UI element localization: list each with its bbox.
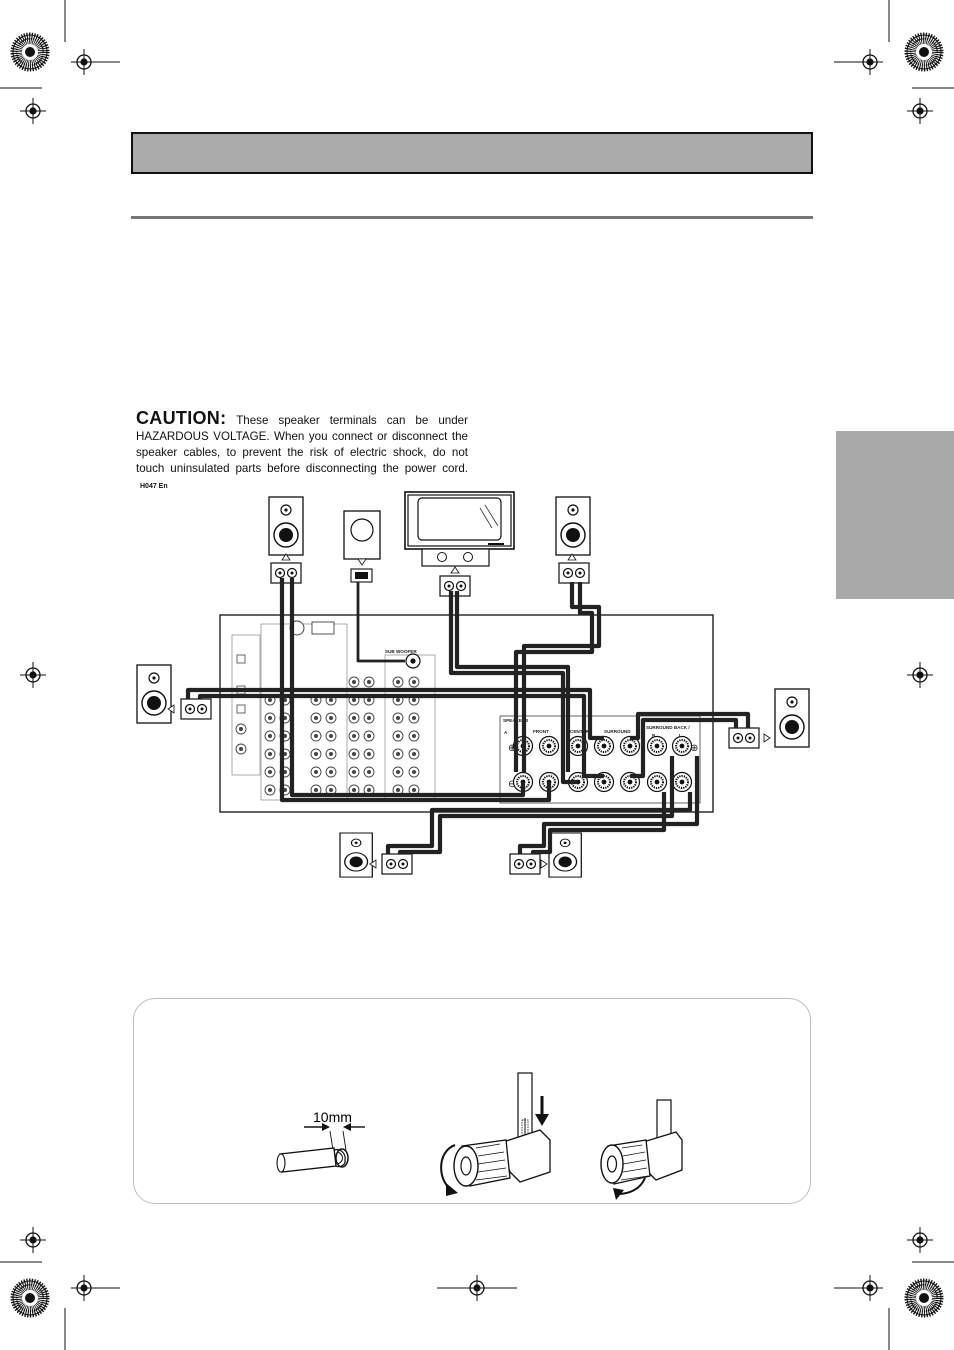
svg-text:⊕: ⊕ — [690, 743, 698, 754]
section-divider — [131, 216, 813, 219]
front-label: FRONT — [533, 729, 549, 734]
surround-back-label: SURROUND BACK / — [646, 725, 690, 730]
surround-back-l-label: L — [679, 733, 682, 738]
caution-code: H047 En — [140, 483, 168, 490]
center-label: CENTER — [570, 729, 590, 734]
caution-lead: CAUTION: — [136, 408, 227, 428]
surround-label: SURROUND — [604, 729, 631, 734]
svg-text:⊕: ⊕ — [508, 743, 516, 754]
subwoofer — [343, 510, 381, 583]
caution-body: These speaker terminals can be under HAZ… — [136, 414, 468, 475]
subwoofer-label: SUB WOOFER — [385, 649, 417, 654]
side-index-tab — [836, 431, 954, 599]
caution-notice: CAUTION: These speaker terminals can be … — [136, 408, 468, 495]
strip-length-label: 10mm — [313, 1109, 352, 1125]
speakers-a-label: A — [504, 730, 508, 735]
receiver-speaker-terminals: SPEAKERS A FRONT CENTER SURROUND SURROUN… — [503, 718, 698, 793]
svg-text:⊖: ⊖ — [508, 779, 516, 790]
section-title-bar — [131, 132, 813, 174]
tv-with-center-speaker — [404, 491, 515, 567]
speaker-wire-tips-panel — [133, 998, 811, 1204]
speaker-cables — [185, 578, 751, 855]
insert-wire-illustration — [440, 1072, 551, 1196]
tighten-knob-illustration — [600, 1099, 683, 1200]
strip-wire-illustration: 10mm — [276, 1109, 365, 1173]
surround-back-r-label: R — [652, 733, 656, 738]
